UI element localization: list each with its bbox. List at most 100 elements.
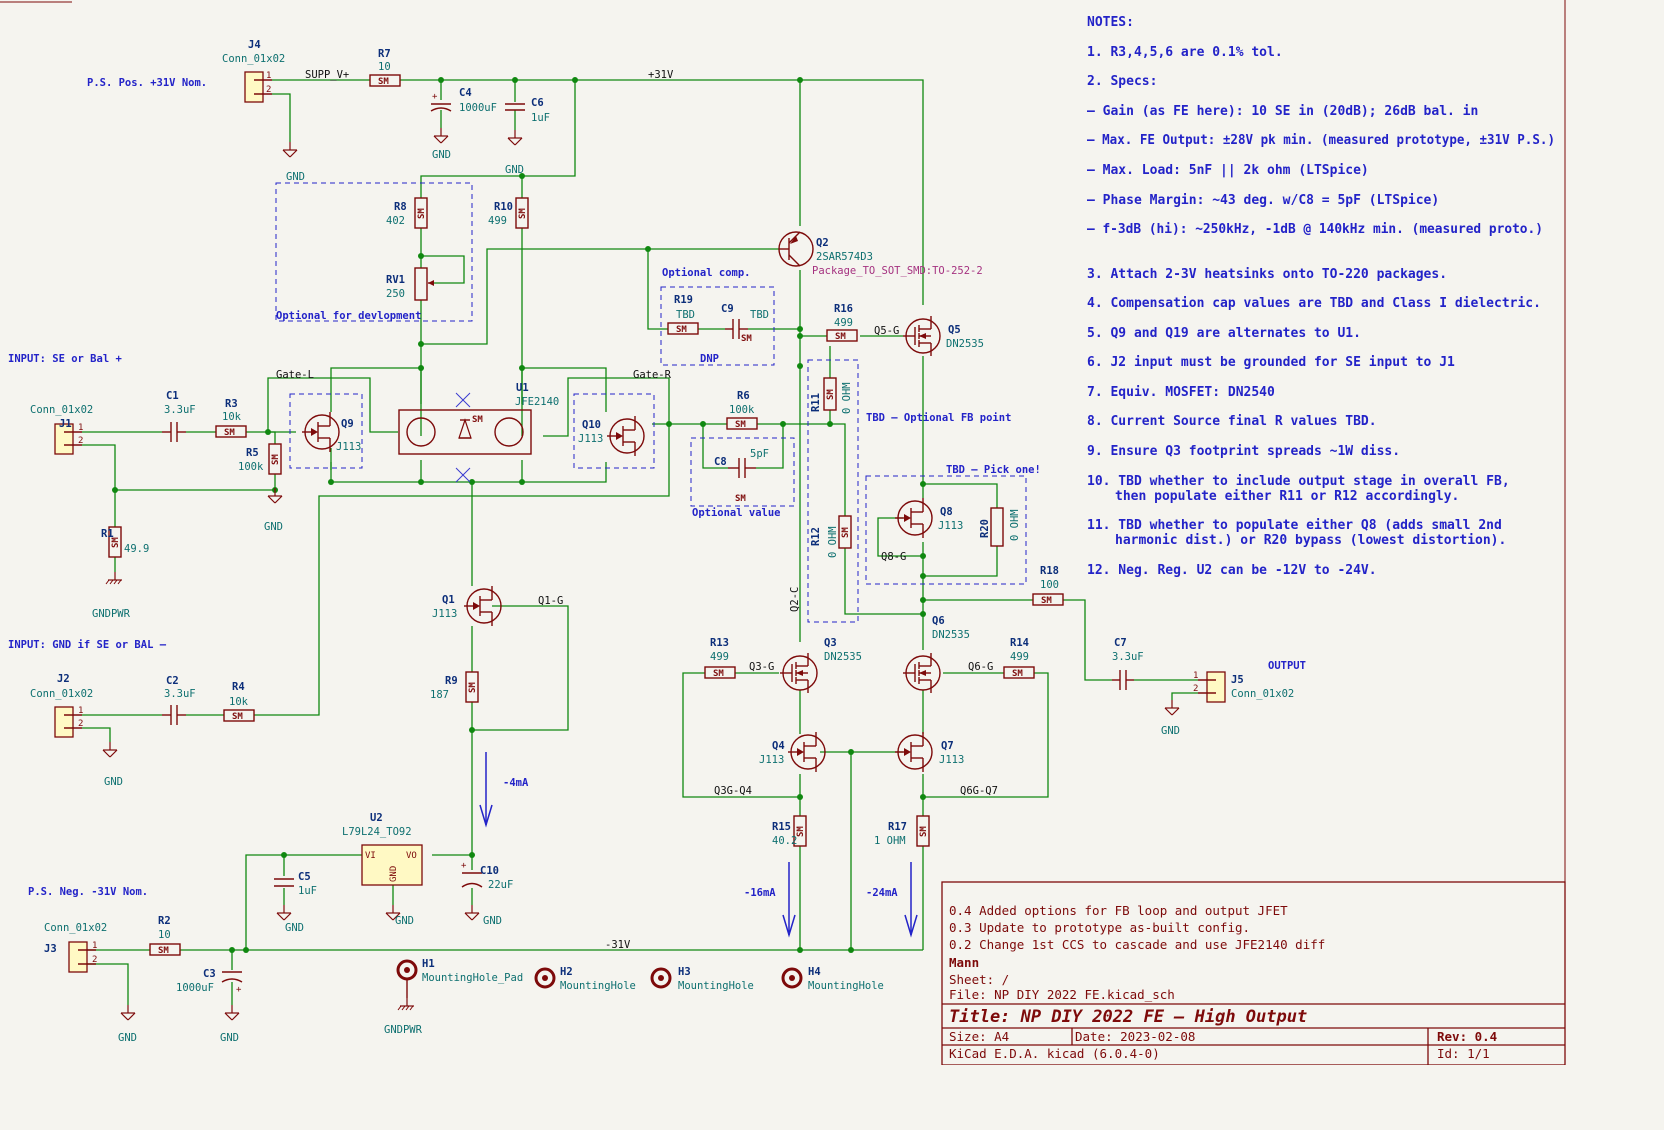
schematic-text: 2	[78, 719, 83, 729]
schematic-text: 499	[1010, 651, 1029, 663]
schematic-text: DNP	[700, 353, 719, 365]
schematic-text: Q2-C	[789, 587, 801, 612]
schematic-text: Date: 2023-02-08	[1075, 1029, 1195, 1044]
schematic-text: 10	[378, 61, 391, 73]
schematic-text: 22uF	[488, 879, 513, 891]
schematic-text: Q4	[772, 740, 785, 752]
capacitors: + + +	[162, 92, 1134, 995]
schematic-text: C10	[480, 865, 499, 877]
schematic-text: SM	[741, 334, 752, 344]
schematic-text: INPUT: GND if SE or BAL —	[8, 639, 167, 651]
schematic-text: DN2535	[932, 629, 970, 641]
schematic-text: R8	[394, 201, 407, 213]
schematic-text: 3.3uF	[1112, 651, 1144, 663]
schematic-text: J113	[432, 608, 457, 620]
schematic-text: SM	[158, 946, 169, 956]
schematic-text: Q1	[442, 594, 455, 606]
schematic-text: 2. Specs:	[1087, 74, 1157, 89]
connector-j2: 12	[54, 706, 83, 738]
schematic-text: R4	[232, 681, 245, 693]
schematic-text: P.S. Pos. +31V Nom.	[87, 77, 207, 89]
u1-jfe2140	[398, 392, 532, 483]
sm-labels: SM SM SM SM SM SM SM SM SM SM SM SM SM S…	[111, 77, 1052, 956]
schematic-text: Q7	[941, 740, 954, 752]
schematic-text: C4	[459, 87, 472, 99]
schematic-text: R11	[810, 393, 822, 412]
gnd-icon	[1164, 699, 1180, 716]
schematic-text: 6. J2 input must be grounded for SE inpu…	[1087, 355, 1455, 370]
schematic-text: Conn_01x02	[44, 922, 107, 934]
schematic-text: Mann	[949, 955, 979, 970]
schematic-text: 1. R3,4,5,6 are 0.1% tol.	[1087, 45, 1283, 60]
schematic-text: Q3G-Q4	[714, 785, 752, 797]
schematic-text: R2	[158, 915, 171, 927]
schematic-text: +	[432, 92, 438, 102]
schematic-text: GND	[395, 915, 414, 927]
bjt-q2	[778, 231, 814, 267]
schematic-text: 8. Current Source final R values TBD.	[1087, 414, 1377, 429]
schematic-text: R14	[1010, 637, 1029, 649]
schematic-text: C5	[298, 871, 311, 883]
schematic-text: 3.3uF	[164, 404, 196, 416]
schematic-text: Q5-G	[874, 325, 899, 337]
resistors-h	[149, 74, 1064, 956]
schematic-text: R1	[101, 528, 114, 540]
schematic-text: SM	[468, 682, 478, 693]
schematic-text: 10k	[229, 696, 249, 708]
schematic-text: C8	[714, 456, 727, 468]
schematic-text: -16mA	[744, 887, 776, 899]
schematic-text: 0 OHM	[841, 382, 853, 414]
schematic-text: R20	[979, 519, 991, 538]
schematic-text: 499	[488, 215, 507, 227]
schematic-text: Rev: 0.4	[1437, 1029, 1497, 1044]
schematic-text: GND	[505, 164, 524, 176]
schematic-text: DN2535	[824, 651, 862, 663]
schematic-text: SM	[378, 77, 389, 87]
schematic-text: TBD — Optional FB point	[866, 412, 1011, 424]
schematic-text: 0.2 Change 1st CCS to cascade and use JF…	[949, 937, 1325, 952]
schematic-text: then populate either R11 or R12 accordin…	[1115, 489, 1459, 504]
schematic-text: SM	[735, 494, 746, 504]
resistors-v	[108, 197, 1004, 847]
schematic-text: 100	[1040, 579, 1059, 591]
schematic-text: Q6G-Q7	[960, 785, 998, 797]
schematic-text: 1 OHM	[874, 835, 906, 847]
schematic-text: 4. Compensation cap values are TBD and C…	[1087, 296, 1541, 311]
schematic-text: Sheet: /	[949, 972, 1009, 987]
schematic-text: +	[461, 861, 467, 871]
schematic-text: GND	[264, 521, 283, 533]
schematic-text: 9. Ensure Q3 footprint spreads ~1W diss.	[1087, 444, 1400, 459]
schematic-text: 1uF	[531, 112, 550, 124]
current-arrows	[479, 752, 918, 938]
schematic-text: GND	[432, 149, 451, 161]
schematic-text: SM	[472, 415, 483, 425]
gnd-icon	[102, 741, 118, 758]
schematic-text: 0.4 Added options for FB loop and output…	[949, 903, 1288, 918]
schematic-text: Q6-G	[968, 661, 993, 673]
schematic-text: Optional comp.	[662, 267, 751, 279]
schematic-text: SM	[1012, 669, 1023, 679]
schematic-text: 10	[158, 929, 171, 941]
schematic-text: R18	[1040, 565, 1059, 577]
schematic-text: TBD	[750, 309, 769, 321]
schematic-text: Conn_01x02	[30, 404, 93, 416]
schematic-text: U1	[516, 382, 529, 394]
schematic-text: 40.2	[772, 835, 797, 847]
schematic-text: SM	[676, 325, 687, 335]
schematic-text: SM	[713, 669, 724, 679]
schematic-text: Conn_01x02	[222, 53, 285, 65]
schematic-text: Conn_01x02	[1231, 688, 1294, 700]
connector-j1: 12	[54, 423, 83, 455]
schematic-text: C3	[203, 968, 216, 980]
schematic-text: INPUT: SE or Bal +	[8, 353, 122, 365]
schematic-text: TBD — Pick one!	[946, 464, 1041, 476]
schematic-text: VI	[365, 851, 376, 861]
schematic-text: harmonic dist.) or R20 bypass (lowest di…	[1115, 533, 1506, 548]
schematic-text: Q8	[940, 506, 953, 518]
schematic-text: L79L24_TO92	[342, 826, 412, 838]
schematic-text: R19	[674, 294, 693, 306]
schematic-text: 1	[92, 941, 97, 951]
schematic-text: Q1-G	[538, 595, 563, 607]
connector-j5: 12	[1193, 671, 1226, 703]
connector-j3: 12	[68, 941, 97, 973]
